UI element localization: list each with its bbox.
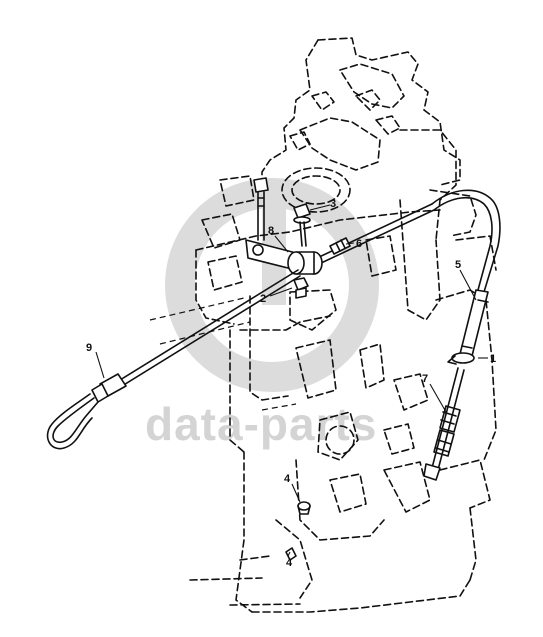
- dipstick-tube: [299, 189, 501, 293]
- callout-3: 3: [330, 198, 336, 210]
- hose-clamp-item-1: [447, 352, 475, 365]
- callout-7: 7: [422, 373, 428, 385]
- callout-2: 2: [260, 293, 266, 305]
- callout-4-upper: 4: [284, 473, 291, 485]
- watermark-text: data-parts: [145, 398, 377, 450]
- engine-block-outline: [149, 37, 497, 613]
- dipstick-gauge-item-9: [46, 269, 301, 450]
- capscrew-item-3: [293, 203, 311, 247]
- mounting-capscrew: [253, 177, 269, 241]
- nut-item-2: [293, 277, 309, 299]
- callout-6: 6: [356, 238, 362, 250]
- callout-5: 5: [455, 259, 461, 271]
- callout-9: 9: [86, 342, 92, 354]
- tube-fitting-item-6: [329, 237, 351, 255]
- watermark: data-parts: [145, 178, 379, 450]
- support-bracket-item-8: [245, 239, 323, 275]
- leader-lines: [95, 204, 488, 557]
- callout-8: 8: [268, 225, 274, 237]
- lower-tube-item-7: [423, 367, 465, 481]
- callout-labels: 1 2 3 4 4 5 6 7 8 9: [86, 198, 496, 569]
- callout-4-lower: 4: [286, 557, 293, 569]
- plug-item-4: [285, 501, 311, 561]
- callout-1: 1: [490, 353, 496, 365]
- hose-item-5: [459, 289, 489, 357]
